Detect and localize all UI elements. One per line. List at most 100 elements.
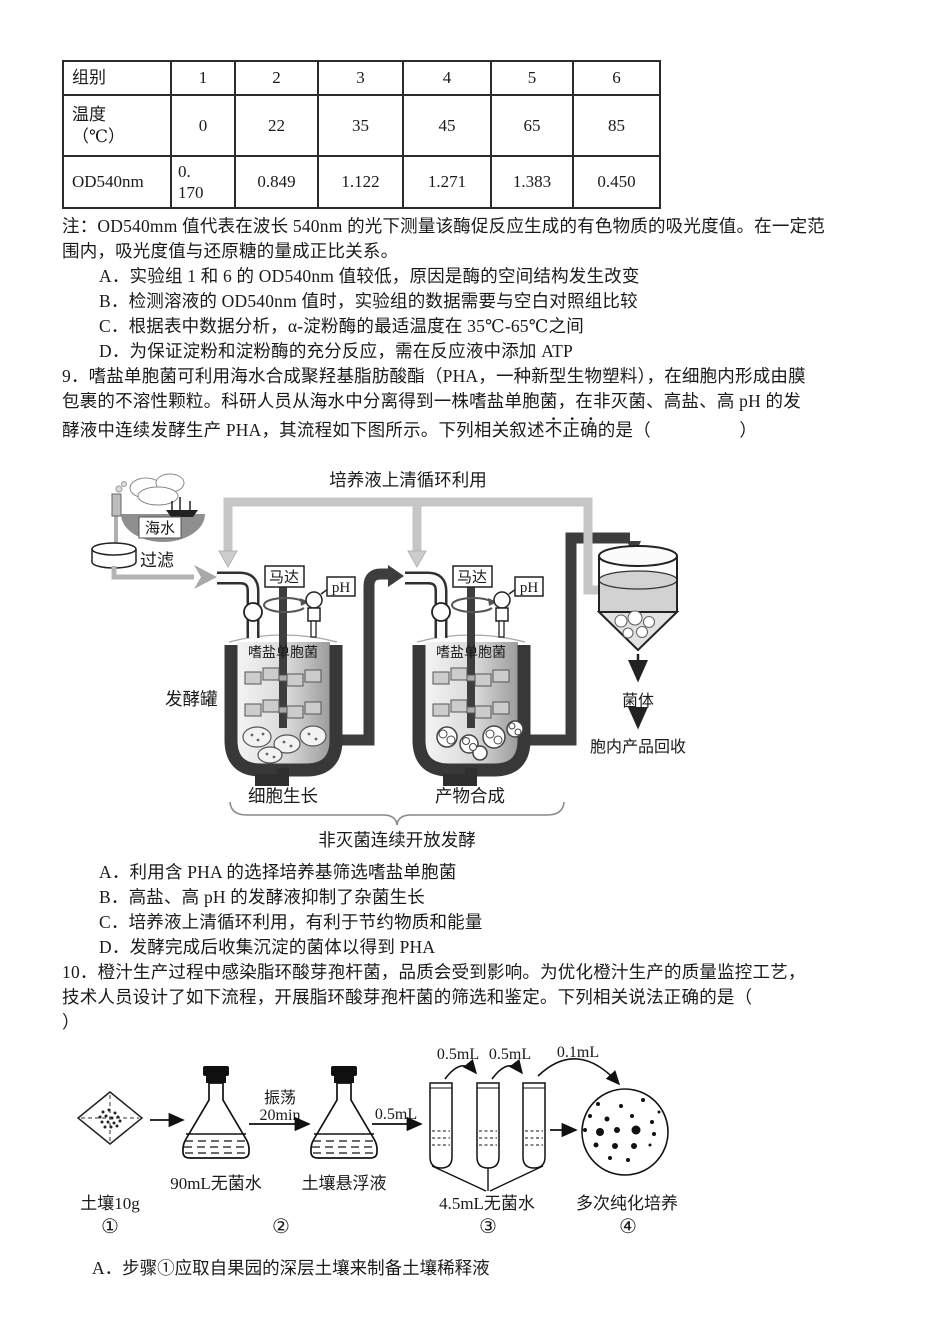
fermenter-tank-1: 马达 pH 嗜盐单胞菌	[217, 565, 356, 786]
diluent-label: 4.5mL无菌水	[439, 1194, 535, 1213]
note-line-1: 注：OD540mm 值代表在波长 540nm 的光下测量该酶促反应生成的有色物质…	[62, 216, 825, 236]
water90-label: 90mL无菌水	[170, 1174, 262, 1193]
transfer-volume-label: 0.5mL	[375, 1106, 417, 1123]
ph-box	[326, 576, 356, 597]
table-cell: 22	[234, 94, 319, 157]
purify-label: 多次纯化培养	[576, 1194, 678, 1213]
brace	[229, 801, 565, 826]
q9-stem-line-1: 9．嗜盐单胞菌可利用海水合成聚羟基脂肪酸酯（PHA，一种新型生物塑料），在细胞内…	[62, 366, 806, 386]
fermenter-tank-2: 马达 pH 嗜盐单胞菌	[405, 565, 544, 786]
q9-emphasized-word: 不正确	[545, 406, 607, 443]
soil-dots	[98, 1108, 122, 1129]
table-cell: 6	[572, 60, 661, 96]
motor-label: 马达	[457, 569, 487, 586]
petri-dish	[581, 1088, 669, 1176]
test-tubes	[429, 1082, 546, 1169]
impeller	[432, 667, 510, 719]
option-9c: C．培养液上清循环利用，有利于节约物质和能量	[99, 912, 483, 932]
tube-funnel-lines	[431, 1165, 544, 1192]
open-fermentation-label: 非灭菌连续开放发酵	[318, 830, 476, 850]
ph-label: pH	[332, 580, 351, 596]
soil-sample-icon	[76, 1091, 144, 1145]
test-tube-3	[522, 1082, 546, 1169]
drain-pipe	[255, 768, 289, 786]
strain-label: 嗜盐单胞菌	[248, 645, 318, 661]
table-cell: 组别	[62, 60, 172, 96]
ph-probe	[493, 588, 517, 638]
text-block-top: 注：OD540mm 值代表在波长 540nm 的光下测量该酶促反应生成的有色物质…	[62, 214, 902, 443]
table-row-group: 组别 1 2 3 4 5 6	[62, 60, 661, 96]
test-tube-2	[476, 1082, 500, 1169]
valve-icon	[431, 602, 451, 622]
motor-label: 马达	[269, 569, 299, 586]
table-cell: 1.122	[317, 155, 404, 209]
table-row-od: OD540nm 0. 170 0.849 1.122 1.271 1.383 0…	[62, 155, 661, 209]
strain-label: 嗜盐单胞菌	[436, 645, 506, 661]
sea-water-icon: 海水 过滤	[91, 473, 217, 589]
drain-pipe	[443, 768, 477, 786]
step-4-marker: ④	[619, 1216, 637, 1238]
table-cell: OD540nm	[62, 155, 172, 209]
flask-2	[310, 1066, 378, 1159]
q9-stem-pre: 酵液中连续发酵生产 PHA，其流程如下图所示。下列相关叙述	[62, 420, 545, 440]
ph-box	[514, 576, 544, 597]
plating-volume: 0.1mL	[557, 1044, 599, 1061]
soil-label: 土壤10g	[80, 1193, 140, 1213]
rotation-arrow	[451, 597, 493, 613]
settled-cells	[614, 610, 656, 639]
pha-granules	[436, 720, 524, 761]
option-9a: A．利用含 PHA 的选择培养基筛选嗜盐单胞菌	[99, 862, 457, 882]
stirrer-shaft	[279, 586, 287, 728]
table-cell: 0.450	[572, 155, 661, 209]
plating-arc	[537, 1058, 621, 1086]
shake-time-label: 20min	[260, 1107, 301, 1124]
flask-1	[182, 1066, 250, 1159]
suspension-label: 土壤悬浮液	[302, 1173, 387, 1193]
q10-stem-line-2: 技术人员设计了如下流程，开展脂环酸芽孢杆菌的筛选和鉴定。下列相关说法正确的是（	[62, 987, 753, 1007]
step-1-marker: ①	[101, 1216, 119, 1238]
bacteria-blobs	[242, 725, 327, 764]
ph-label: pH	[520, 580, 539, 596]
filter-cylinder	[91, 542, 137, 569]
table-cell: 0. 170	[170, 155, 236, 209]
cell-growth-label: 细胞生长	[248, 786, 318, 806]
colony-dots	[583, 1098, 661, 1162]
table-cell: 4	[402, 60, 492, 96]
q10-stem-line-3: ）	[62, 1012, 80, 1032]
test-tube-1	[429, 1082, 453, 1169]
option-8c: C．根据表中数据分析，α-淀粉酶的最适温度在 35℃-65℃之间	[99, 316, 584, 336]
recycle-arrow-2	[407, 550, 427, 569]
q10-stem-line-1: 10．橙汁生产过程中感染脂环酸芽孢杆菌，品质会受到影响。为优化橙汁生产的质量监控…	[62, 962, 806, 982]
rig-icon	[111, 493, 122, 517]
option-9d: D．发酵完成后收集沉淀的菌体以得到 PHA	[99, 937, 436, 957]
ph-probe	[305, 588, 329, 638]
fermentation-diagram: 培养液上清循环利用	[91, 470, 686, 850]
diagram-title: 培养液上清循环利用	[329, 470, 487, 490]
ship-icon	[166, 497, 198, 517]
feed-arrow	[194, 565, 217, 589]
q9-stem-line-3: 酵液中连续发酵生产 PHA，其流程如下图所示。下列相关叙述不正确的是（ ）	[62, 406, 902, 443]
table-cell: 3	[317, 60, 404, 96]
dilution-arc-2	[491, 1058, 523, 1080]
sea-label: 海水	[145, 520, 175, 537]
liquid-dashes	[312, 1140, 376, 1154]
table-cell: 0	[170, 94, 236, 157]
text-block-middle: A．利用含 PHA 的选择培养基筛选嗜盐单胞菌 B．高盐、高 pH 的发酵液抑制…	[62, 860, 902, 1035]
settler-mouth	[598, 545, 678, 567]
table-cell: 温度 （℃）	[62, 94, 172, 157]
dilution-volume-1: 0.5mL	[437, 1046, 479, 1063]
table-cell: 0.849	[234, 155, 319, 209]
table-cell: 1.383	[490, 155, 574, 209]
transfer-arrow	[388, 565, 404, 587]
table-cell: 5	[490, 60, 574, 96]
table-cell: 2	[234, 60, 319, 96]
motor-box	[264, 565, 305, 588]
option-8a: A．实验组 1 和 6 的 OD540nm 值较低，原因是酶的空间结构发生改变	[99, 266, 640, 286]
dilution-volume-2: 0.5mL	[489, 1046, 531, 1063]
table-cell: 65	[490, 94, 574, 157]
settling-tank: 菌体 胞内产品回收	[590, 545, 686, 756]
option-10a: A．步骤①应取自果园的深层土壤来制备土壤稀释液	[92, 1258, 490, 1278]
valve-icon	[243, 602, 263, 622]
impeller	[244, 667, 322, 719]
